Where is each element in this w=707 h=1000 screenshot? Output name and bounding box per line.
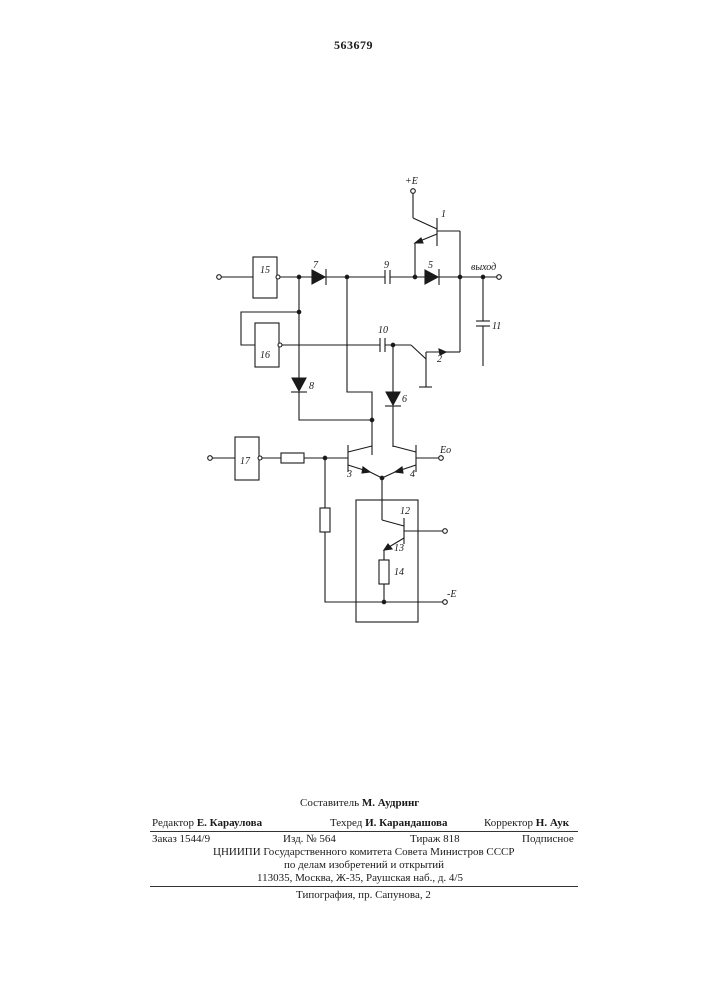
divider-bottom [150, 886, 578, 887]
divider-top [150, 831, 578, 832]
org-line-3: 113035, Москва, Ж-35, Раушская наб., д. … [257, 872, 463, 884]
edition-number: Изд. № 564 [283, 833, 336, 845]
subscription: Подписное [522, 833, 574, 845]
corrector-line: Корректор Н. Аук [484, 817, 569, 829]
print-run: Тираж 818 [410, 833, 460, 845]
compiler-line: Составитель М. Аудринг [300, 797, 419, 809]
editor-line: Редактор Е. Караулова [152, 817, 262, 829]
org-line-1: ЦНИИПИ Государственного комитета Совета … [213, 846, 515, 858]
printer-line: Типография, пр. Сапунова, 2 [296, 889, 431, 901]
order-number: Заказ 1544/9 [152, 833, 210, 845]
org-line-2: по делам изобретений и открытий [284, 859, 444, 871]
techred-line: Техред И. Карандашова [330, 817, 448, 829]
